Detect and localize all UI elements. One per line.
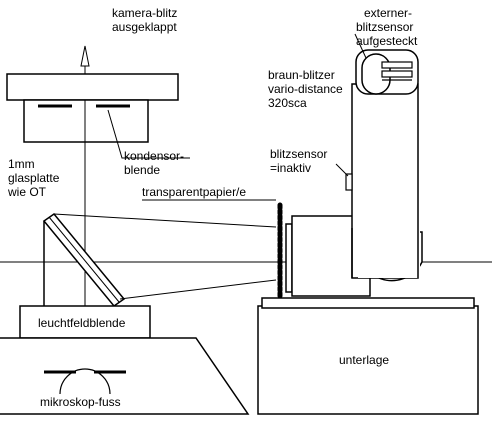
braun-blitzer-unit [285,49,423,297]
kondensor-leader [107,109,190,159]
blitzsensor-leader [335,163,349,177]
label-kamera-1: kamera-blitz [112,6,177,20]
unterlage-block [257,305,479,415]
extern-sensor-leader [354,33,367,59]
label-extern-2: blitzsensor [356,20,413,34]
label-kondensor-2: blende [124,163,160,177]
axis-arrowhead [80,45,90,67]
label-transparentpapier: transparentpapier/e [142,185,246,199]
label-blitzsensor-1: blitzsensor [270,147,327,161]
label-braun-3: 320sca [268,96,307,110]
ray-lower [119,279,277,300]
ray-upper [53,213,277,228]
mikroskop-base [0,337,250,415]
mikroskop-lamp [44,368,126,395]
label-glas-1: 1mm [8,157,35,171]
label-kamera-2: ausgeklappt [112,20,177,34]
label-braun-1: braun-blitzer [268,68,335,82]
label-braun-2: vario-distance [268,82,343,96]
kamera-blitz-unit [6,73,179,143]
label-kondensor-1: kondensor- [124,149,184,163]
label-glas-3: wie OT [7,185,47,199]
label-leuchtfeldblende: leuchtfeldblende [38,316,126,330]
label-blitzsensor-2: =inaktiv [270,161,311,175]
glass-plate-inner [48,216,120,303]
label-extern-1: externer- [364,6,412,20]
label-extern-3: aufgesteckt [356,34,418,48]
label-mikroskop-fuss: mikroskop-fuss [40,395,121,409]
label-unterlage: unterlage [339,353,389,367]
unterlage-top [261,297,475,309]
label-glas-2: glasplatte [8,171,60,185]
leuchtfeldblende-block [19,305,151,339]
